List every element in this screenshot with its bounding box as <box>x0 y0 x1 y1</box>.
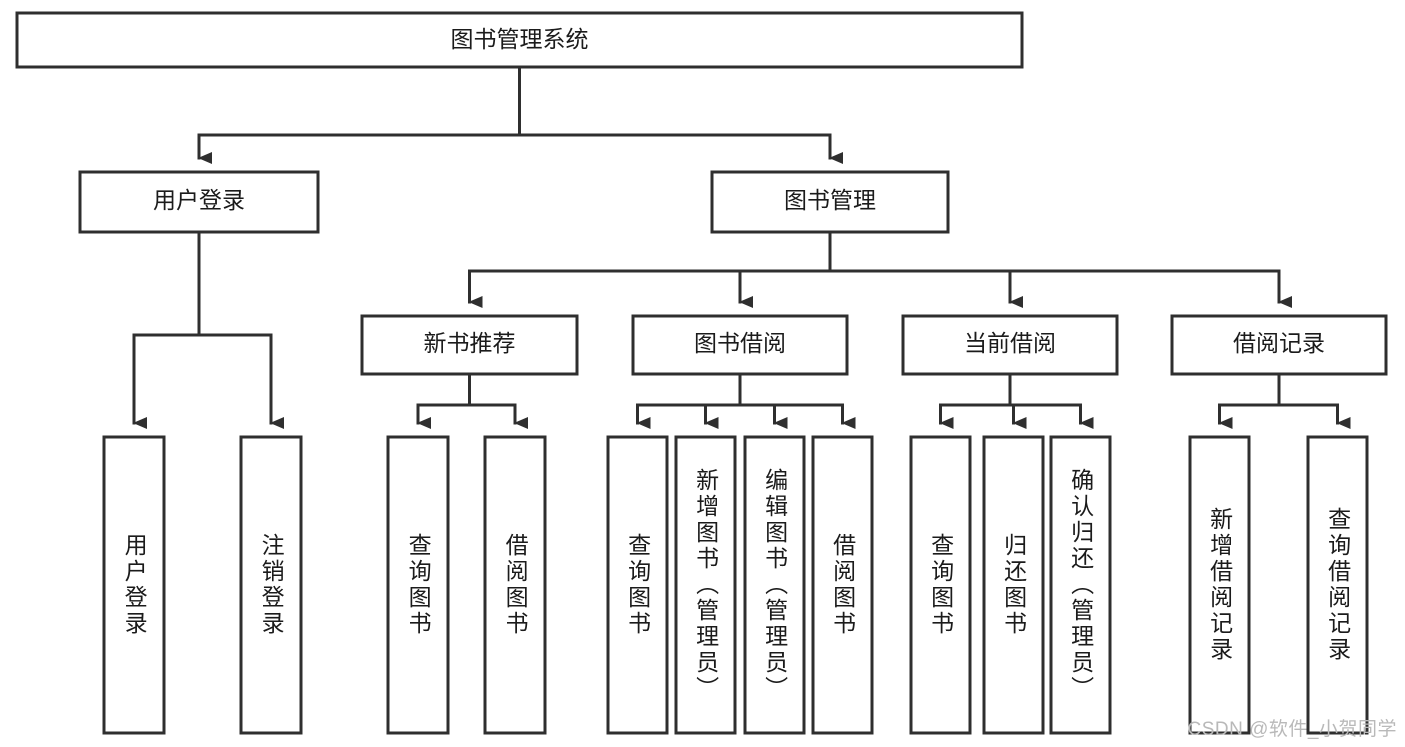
node-user-login[interactable]: 用户登录 <box>78 170 320 234</box>
node-book-manage-label: 图书管理 <box>784 187 876 213</box>
node-user-login-box[interactable] <box>78 170 320 234</box>
leaf-box-user-login[interactable] <box>102 435 166 735</box>
node-current-borrow[interactable]: 当前借阅 <box>901 314 1119 376</box>
watermark-text: CSDN @软件_小贺同学 <box>1187 719 1397 740</box>
leaf-box-borrow-book-2[interactable] <box>811 435 874 735</box>
node-book-manage-box[interactable] <box>710 170 950 234</box>
leaf-box-return-book[interactable] <box>982 435 1045 735</box>
node-root[interactable]: 图书管理系统 <box>15 11 1024 69</box>
leaf-box-add-record[interactable] <box>1188 435 1251 735</box>
node-new-book-rec[interactable]: 新书推荐 <box>360 314 579 376</box>
leaf-box-confirm-return[interactable] <box>1049 435 1112 735</box>
leaf-box-borrow-book-1[interactable] <box>483 435 547 735</box>
leaf-box-edit-book[interactable] <box>743 435 806 735</box>
node-borrow-record[interactable]: 借阅记录 <box>1170 314 1388 376</box>
node-current-borrow-box[interactable] <box>901 314 1119 376</box>
node-current-borrow-label: 当前借阅 <box>964 330 1056 356</box>
edge-group <box>132 65 1351 429</box>
node-borrow-record-label: 借阅记录 <box>1233 330 1325 356</box>
leaf-box-group <box>102 435 1369 735</box>
node-new-book-rec-box[interactable] <box>360 314 579 376</box>
leaf-box-logout[interactable] <box>239 435 303 735</box>
node-new-book-rec-label: 新书推荐 <box>424 330 516 356</box>
node-book-borrow-box[interactable] <box>631 314 849 376</box>
node-book-borrow[interactable]: 图书借阅 <box>631 314 849 376</box>
node-borrow-record-box[interactable] <box>1170 314 1388 376</box>
node-user-login-label: 用户登录 <box>153 187 245 213</box>
leaf-box-query-book-3[interactable] <box>909 435 972 735</box>
node-book-borrow-label: 图书借阅 <box>694 330 786 356</box>
leaf-box-query-record[interactable] <box>1306 435 1369 735</box>
leaf-box-query-book-2[interactable] <box>606 435 669 735</box>
leaf-box-add-book[interactable] <box>674 435 737 735</box>
node-root-box[interactable] <box>15 11 1024 69</box>
leaf-box-query-book-1[interactable] <box>386 435 450 735</box>
node-book-manage[interactable]: 图书管理 <box>710 170 950 234</box>
node-root-label: 图书管理系统 <box>451 26 589 52</box>
